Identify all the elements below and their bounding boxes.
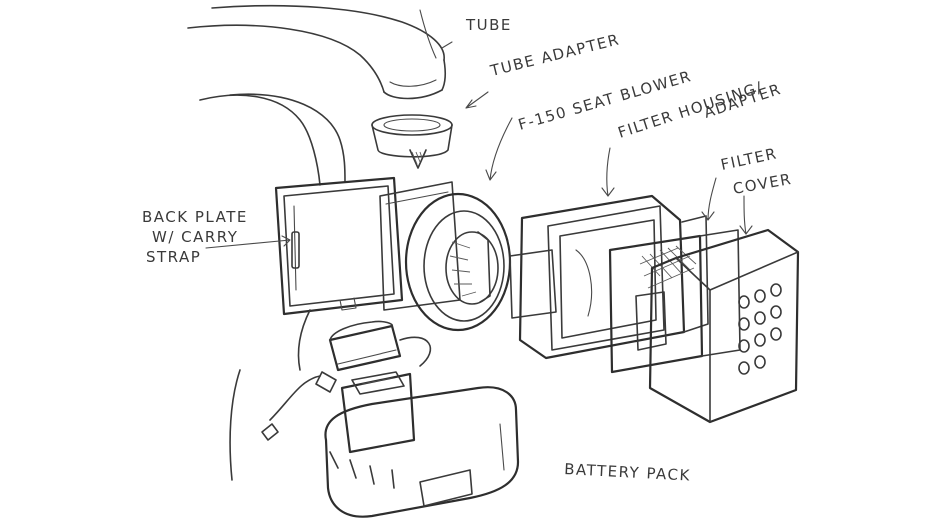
plug-adapter xyxy=(328,320,402,372)
filter xyxy=(608,229,741,374)
tube xyxy=(187,4,447,100)
power-cord xyxy=(229,309,432,481)
label-cover: COVER xyxy=(732,170,794,198)
label-back-plate-line2: W/ CARRY xyxy=(152,228,238,246)
back-plate xyxy=(274,176,404,316)
filter-housing-adapter xyxy=(509,194,709,360)
label-battery-pack: BATTERY PACK xyxy=(564,460,691,485)
hose-lines xyxy=(199,93,346,186)
leader-arrows xyxy=(205,41,753,249)
filter-cover xyxy=(648,228,800,424)
label-tube-adapter: TUBE ADAPTER xyxy=(488,30,622,80)
battery-pack xyxy=(324,371,520,518)
label-back-plate-line3: STRAP xyxy=(146,248,201,266)
vent-holes xyxy=(738,283,782,375)
label-back-plate-line1: BACK PLATE xyxy=(142,208,248,226)
tube-adapter xyxy=(371,114,453,169)
label-filter: FILTER xyxy=(719,144,779,174)
label-tube: TUBE xyxy=(465,16,512,34)
